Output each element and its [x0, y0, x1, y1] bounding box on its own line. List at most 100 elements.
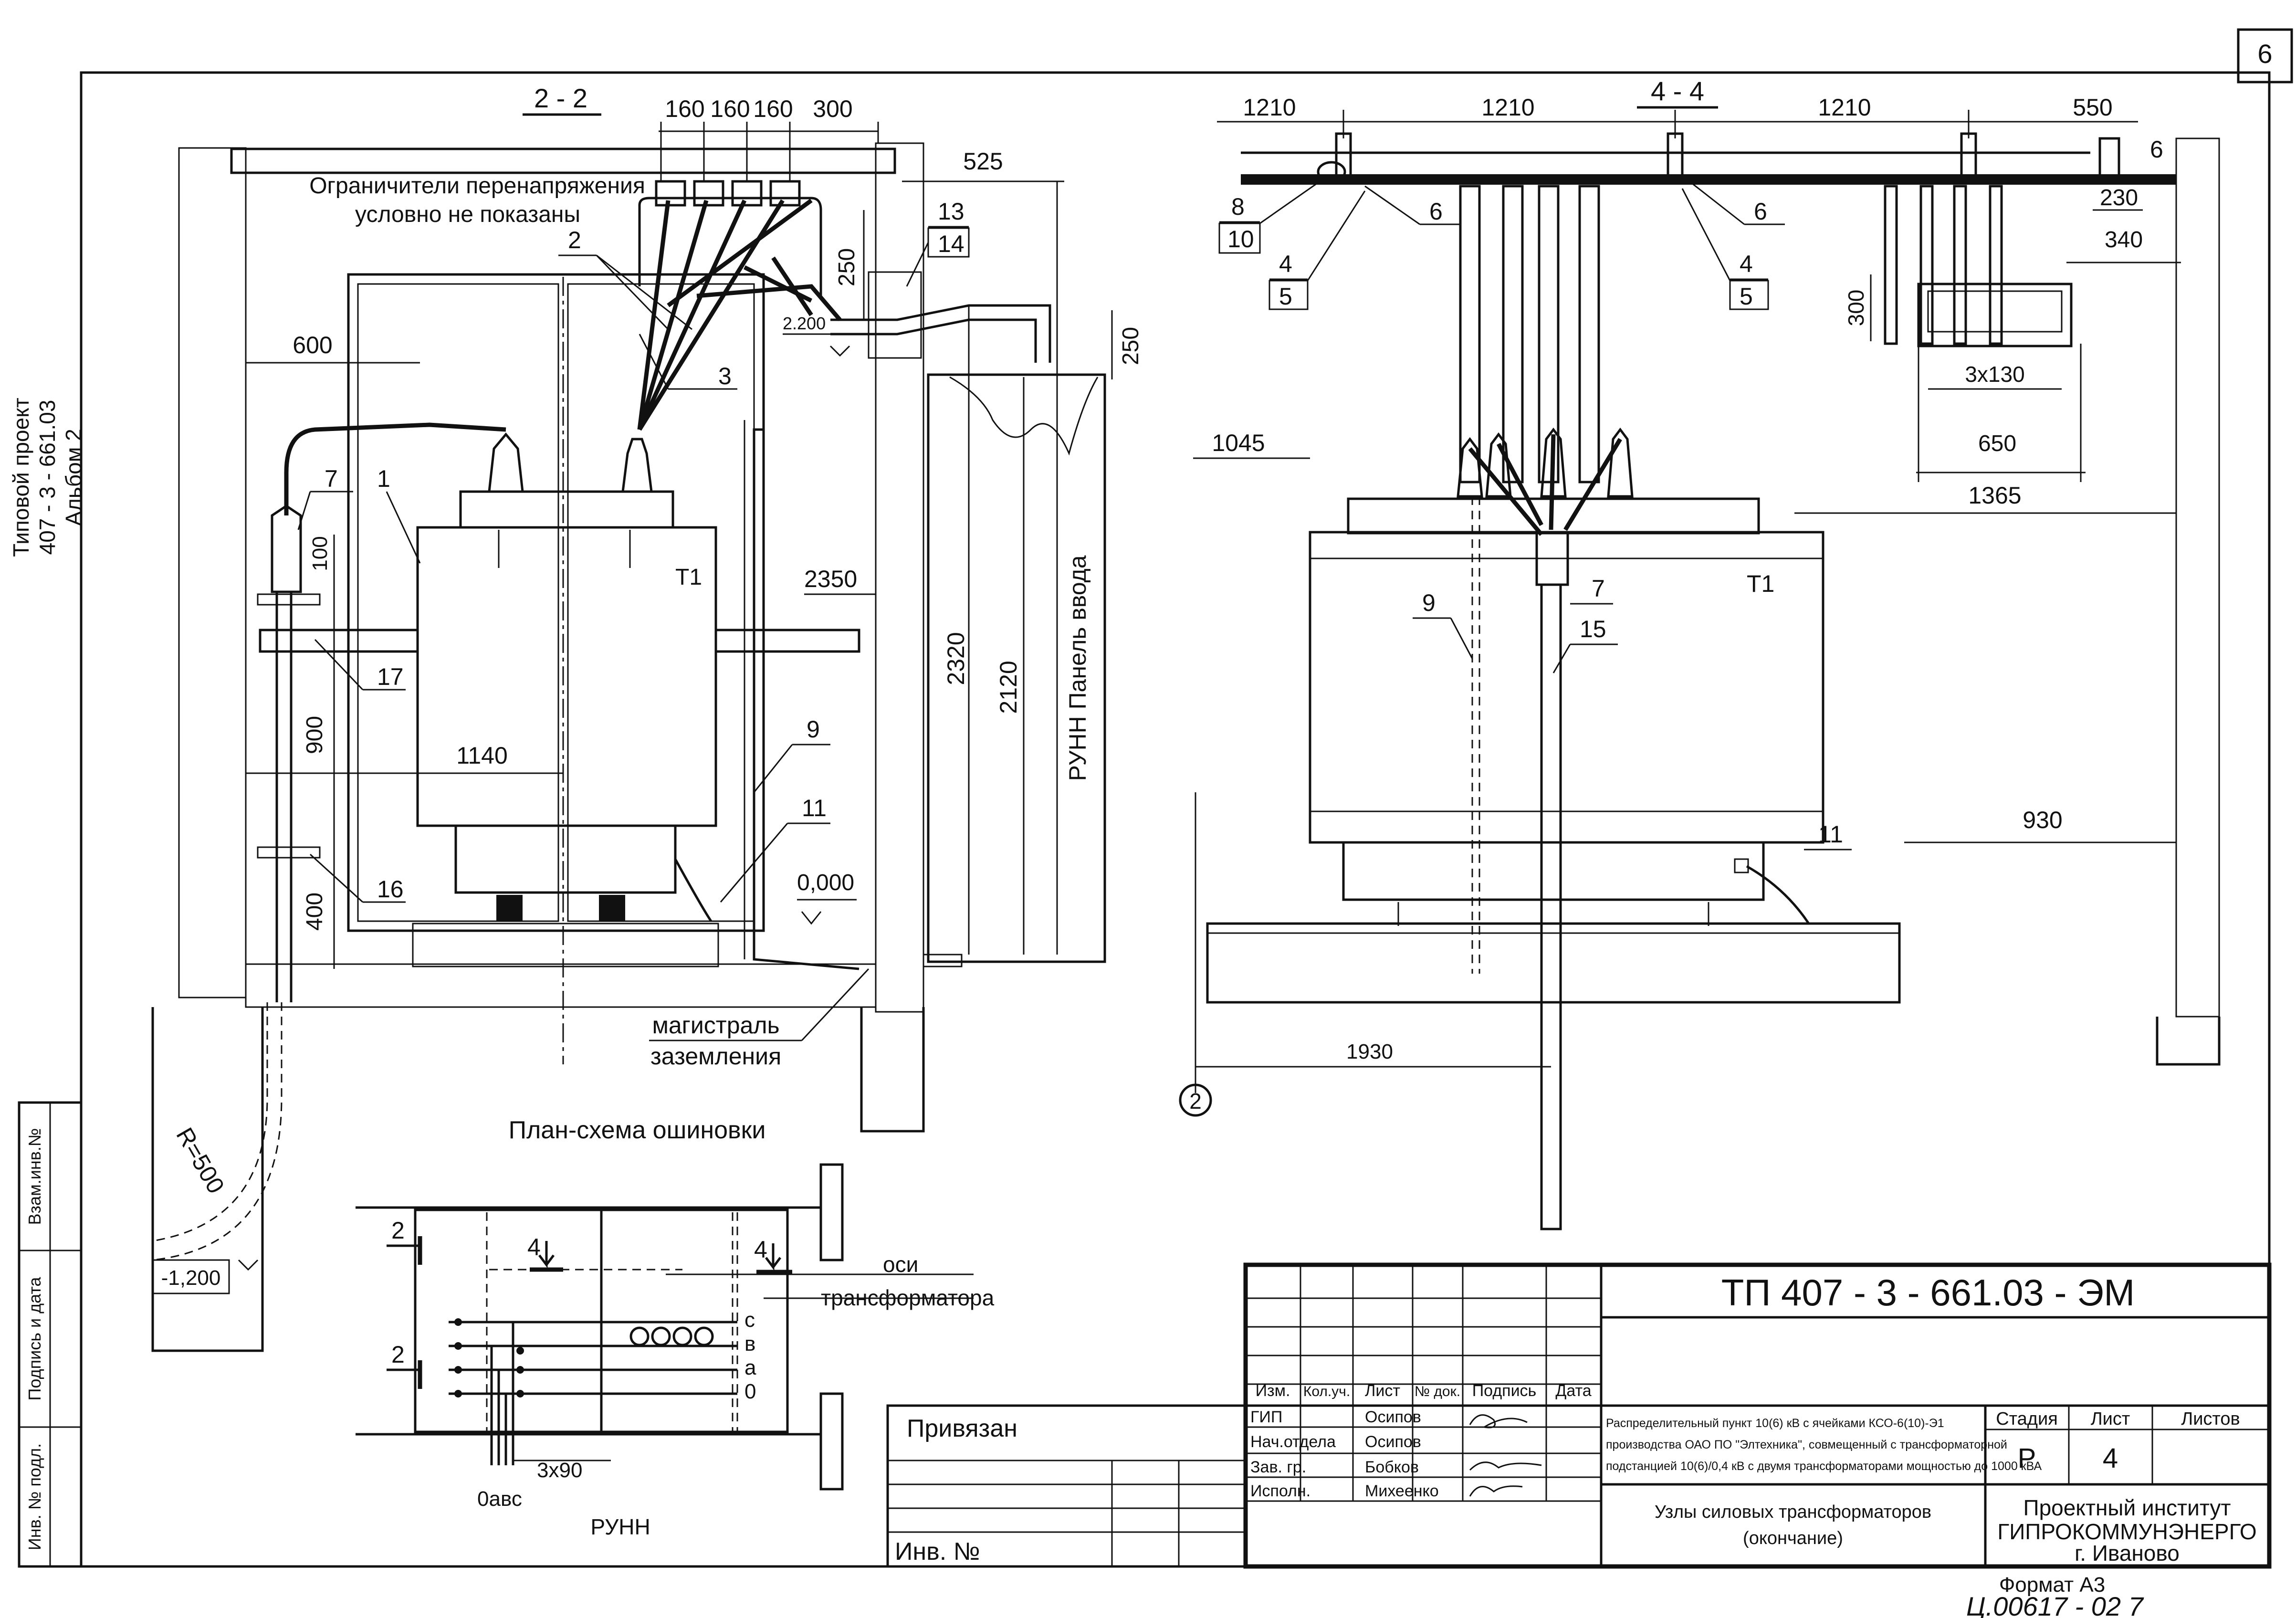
section-4-4-title: 4 - 4 — [1651, 76, 1704, 106]
sheet-title-line2: (окончание) — [1743, 1528, 1843, 1548]
hdr-kol: Кол.уч. — [1303, 1384, 1350, 1399]
phase-a: а — [744, 1356, 756, 1379]
bound-block — [886, 1404, 1247, 1568]
sheet-number-box — [2237, 28, 2293, 84]
transformer-cover — [459, 490, 674, 529]
dim-250b: 250 — [1118, 327, 1143, 365]
callout-2: 2 — [568, 227, 581, 253]
sheets-label: Листов — [2181, 1409, 2240, 1429]
project-code: ТП 407 - 3 - 661.03 - ЭМ — [1721, 1271, 2135, 1313]
col-inv-orig: Инв. № подл. — [25, 1443, 44, 1550]
callout-17: 17 — [377, 663, 404, 690]
lv-panel — [927, 373, 1106, 963]
dim-600: 600 — [293, 332, 332, 358]
callout-10: 10 — [1227, 226, 1254, 252]
dim-1140: 1140 — [456, 742, 508, 769]
busbar-plan: План-схема ошиновки 3х90 0авс — [356, 1116, 995, 1539]
section-2-2-title: 2 - 2 — [534, 83, 587, 113]
hv-cable-4-4 — [1540, 583, 1562, 1230]
mark-2b: 2 — [391, 1341, 405, 1368]
sheet-frame: 6 — [80, 28, 2293, 1568]
hv-bushing — [488, 432, 524, 493]
callout-6b: 6 — [1754, 198, 1767, 225]
phase-c: с — [744, 1308, 755, 1332]
stage-value: Р — [2018, 1443, 2036, 1474]
bottom-phases: 0авс — [477, 1487, 522, 1511]
callout-6a: 6 — [1429, 198, 1443, 225]
hdr-doc: № док. — [1415, 1384, 1460, 1399]
mark-4b: 4 — [754, 1236, 767, 1263]
callout-8: 8 — [1231, 193, 1245, 220]
signature-zav — [1469, 1461, 1542, 1471]
signature-isp — [1469, 1485, 1523, 1497]
t1-label-4-4: Т1 — [1747, 570, 1774, 597]
dim-160b: 160 — [710, 95, 750, 122]
hdr-izm: Изм. — [1256, 1382, 1290, 1400]
hv-cable — [284, 422, 506, 515]
org-line2: ГИПРОКОММУНЭНЕРГО — [1997, 1519, 2256, 1544]
vertical-busbars — [1459, 185, 2073, 483]
callout-14: 14 — [938, 231, 965, 257]
note-line1: Ограничители перенапряжения — [309, 173, 645, 199]
left-wall — [178, 147, 247, 998]
dim-900: 900 — [302, 716, 327, 754]
roof-slab — [230, 147, 896, 174]
col-replace-inv: Взам.инв.№ — [25, 1128, 44, 1225]
callouts-4-4: 8 10 6 6 6 4 5 4 5 7 9 — [1218, 136, 2163, 851]
level-0000: 0,000 — [797, 870, 854, 895]
dim-400: 400 — [302, 893, 327, 931]
hdr-date: Дата — [1555, 1382, 1591, 1400]
mark-2a: 2 — [391, 1217, 405, 1244]
hdr-sign: Подпись — [1472, 1382, 1537, 1400]
dim-1365: 1365 — [1968, 482, 2021, 509]
name-isp: Михеенко — [1365, 1482, 1439, 1500]
dim-160a: 160 — [665, 95, 704, 122]
bound-label: Привязан — [907, 1415, 1017, 1442]
dim-250a: 250 — [834, 248, 860, 286]
bus-size: 3х90 — [537, 1459, 582, 1482]
ground-conductor — [753, 428, 860, 970]
ground-line2: заземления — [650, 1043, 781, 1070]
level-minus-1200: -1,200 — [161, 1266, 221, 1290]
dim-550: 550 — [2073, 94, 2112, 121]
level-2200: 2.200 — [783, 314, 826, 333]
role-nach: Нач.отдела — [1250, 1433, 1336, 1451]
section-2-2: 2 - 2 Ограничители перенапряжения условн… — [151, 83, 1143, 1352]
sheet-label: Лист — [2091, 1409, 2130, 1429]
ground-line1: магистраль — [652, 1012, 779, 1039]
desc-line3: подстанцией 10(6)/0,4 кВ с двумя трансфо… — [1606, 1460, 2042, 1473]
top-dimensions: 160 160 160 300 525 — [659, 95, 1064, 182]
lv-busbars — [637, 180, 1051, 431]
callout-7-4-4: 7 — [1592, 575, 1605, 602]
transformer-t1-body — [416, 526, 717, 827]
format-label: Формат А3 — [1999, 1573, 2105, 1597]
cable-termination — [271, 504, 302, 593]
right-dimensions: 250 250 2320 2120 РУНН Панель ввода 2350… — [783, 181, 1143, 955]
dim-1930: 1930 — [1346, 1040, 1393, 1063]
chamber-outline — [347, 273, 765, 932]
lv-panel-label: РУНН Панель ввода — [1064, 555, 1091, 781]
callouts-2-2: 1 2 3 7 9 11 13 14 16 17 — [297, 198, 970, 903]
desc-line2: производства ОАО ПО "Элтехника", совмеще… — [1606, 1438, 2007, 1451]
dim-3x130: 3x130 — [1965, 362, 2024, 387]
transformer-foundation — [412, 923, 719, 967]
name-gip: Осипов — [1365, 1408, 1421, 1426]
dim-2320: 2320 — [943, 632, 969, 685]
callout-16: 16 — [377, 876, 404, 903]
runn-label: РУНН — [590, 1514, 650, 1539]
callout-5b: 5 — [1740, 283, 1753, 310]
lv-bushing — [621, 438, 653, 493]
floor-slab — [245, 963, 877, 1008]
sheet-value: 4 — [2103, 1443, 2118, 1474]
dim-1045: 1045 — [1212, 430, 1265, 456]
right-wall-4-4 — [2175, 137, 2220, 1018]
radius-r500: R=500 — [171, 1123, 230, 1198]
dim-1210a: 1210 — [1243, 94, 1296, 121]
dim-230: 230 — [2100, 185, 2138, 210]
t1-label: Т1 — [675, 565, 702, 590]
axis-note-line1: оси — [883, 1252, 918, 1277]
callout-7: 7 — [325, 465, 338, 492]
sheet-number: 6 — [2257, 39, 2272, 69]
callout-5a: 5 — [1279, 283, 1292, 310]
